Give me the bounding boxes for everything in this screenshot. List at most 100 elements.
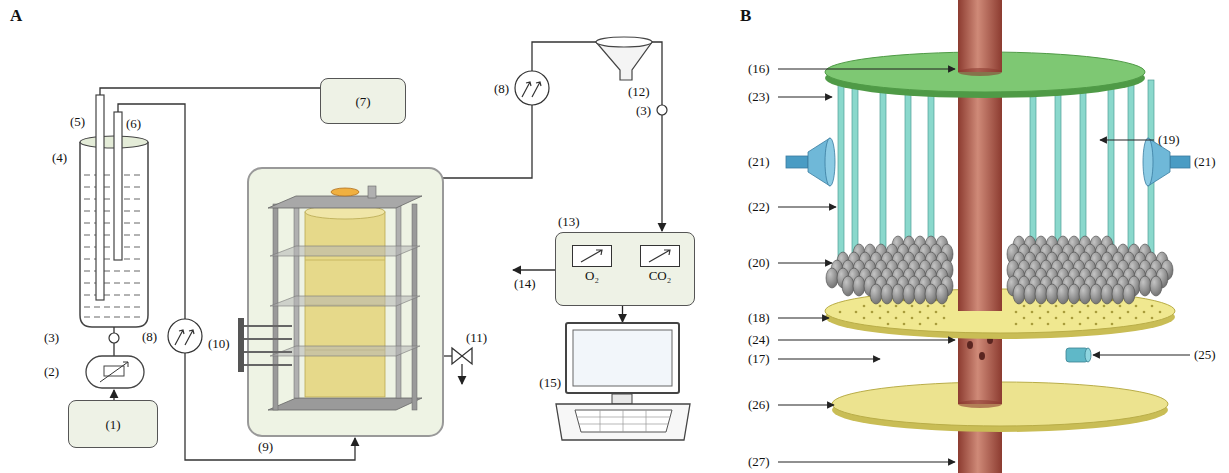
tubing: [113, 343, 114, 356]
reactor-column: [911, 305, 914, 308]
callout-number: (3): [44, 330, 59, 345]
callout-number: (18): [748, 310, 770, 325]
leader-line: [778, 358, 880, 359]
reactor-column: [1024, 284, 1036, 304]
valve-symbol: [109, 333, 119, 343]
chamber: [412, 204, 417, 410]
reactor-column: [1023, 317, 1026, 320]
reactor-column: [1150, 276, 1162, 296]
gauge-arrow: [649, 250, 670, 262]
callout-number: (26): [748, 397, 770, 412]
reactor-column: [871, 311, 874, 314]
computer-monitor: (15): [565, 322, 680, 394]
tubing: [113, 327, 114, 333]
reactor-column: [1071, 317, 1074, 320]
reactor-column: [1139, 276, 1151, 296]
reactor-column: [1068, 284, 1080, 304]
reactor-column: [1039, 317, 1042, 320]
reactor-column: [903, 311, 906, 314]
reactor-column: [936, 284, 948, 304]
reactor-column: [842, 276, 854, 296]
chamber: [268, 196, 422, 208]
reactor-column: [903, 323, 906, 326]
reactor-column: [958, 68, 1002, 76]
reactor-column: [1013, 284, 1025, 304]
reactor-column: [1047, 311, 1050, 314]
gas-sensor: O₂: [572, 245, 612, 267]
computer-keyboard: [556, 394, 690, 440]
callout-number: (5): [70, 114, 85, 129]
reactor-column: [1123, 284, 1135, 304]
reactor-column: [1159, 311, 1162, 314]
callout-number: (13): [558, 214, 580, 229]
reactor-column: [1055, 317, 1058, 320]
tubing: [118, 104, 185, 319]
reactor-column: [958, 0, 1002, 311]
reactor-column: [1079, 311, 1082, 314]
reactor-column: [1119, 305, 1122, 308]
reactor-column: [838, 80, 844, 270]
reactor-column: [1119, 317, 1122, 320]
leader-line: [778, 69, 1190, 462]
leader-line: [778, 404, 834, 405]
gauge-arrow: [581, 250, 602, 262]
chamber: [268, 398, 422, 410]
callout-number: (27): [748, 454, 770, 469]
leader-line: [778, 317, 829, 318]
tubing: [661, 115, 662, 231]
callout-number: (21): [748, 154, 770, 169]
funnel-symbol: [596, 42, 652, 80]
reactor-column: [1111, 323, 1114, 326]
monitor-screen: [567, 324, 678, 392]
callout-number: (22): [748, 199, 770, 214]
tubing: [532, 42, 596, 71]
reactor-column: [1047, 323, 1050, 326]
reactor-column: [1063, 323, 1066, 326]
reactor-column: [892, 284, 904, 304]
reactor-column: [895, 305, 898, 308]
leader-line: [778, 461, 955, 462]
reactor-column: [1143, 311, 1146, 314]
callout-number: (8): [494, 81, 509, 96]
reactor-column: [1135, 317, 1138, 320]
callout-number: (23): [748, 89, 770, 104]
callout-number: (20): [748, 255, 770, 270]
reactor-column: [1111, 311, 1114, 314]
reactor-column: [1015, 323, 1018, 326]
flowmeter-symbol: [522, 82, 541, 97]
valve-symbol: [452, 348, 472, 364]
humidifier-bottle: [80, 95, 148, 327]
reactor-column: [825, 0, 1175, 473]
callout-number: (11): [466, 330, 487, 345]
reactor-column: [1039, 305, 1042, 308]
chamber: [331, 188, 359, 196]
reactor-column: [853, 276, 865, 296]
nozzle-symbol: [786, 156, 808, 168]
reactor-column: [1151, 317, 1154, 320]
reactor-column: [925, 284, 937, 304]
gas-analyzer: (13)O₂CO₂: [555, 232, 695, 306]
reactor-column: [852, 80, 858, 270]
pump-symbol: [100, 362, 128, 382]
reactor-column: [1112, 284, 1124, 304]
chamber: [368, 186, 376, 198]
reactor-column: [839, 311, 842, 314]
callout-number: (25): [1194, 347, 1216, 362]
reactor-column: [887, 311, 890, 314]
flowmeter-symbol: [168, 319, 202, 353]
computer-keyboard: [556, 404, 690, 440]
nozzle-symbol: [1170, 156, 1190, 168]
reactor-column: [880, 80, 886, 270]
callout-number: (19): [1158, 132, 1180, 147]
callout-number: (2): [44, 364, 59, 379]
leader-line: [778, 262, 832, 263]
reactor-column: [911, 317, 914, 320]
reactor-column: [967, 341, 973, 349]
reactor-column: [887, 323, 890, 326]
reactor-column: [1063, 311, 1066, 314]
reactor-column: [1095, 323, 1098, 326]
reactor-column: [870, 284, 882, 304]
reactor-column: [958, 400, 1002, 408]
monitor-screen: [573, 330, 672, 386]
